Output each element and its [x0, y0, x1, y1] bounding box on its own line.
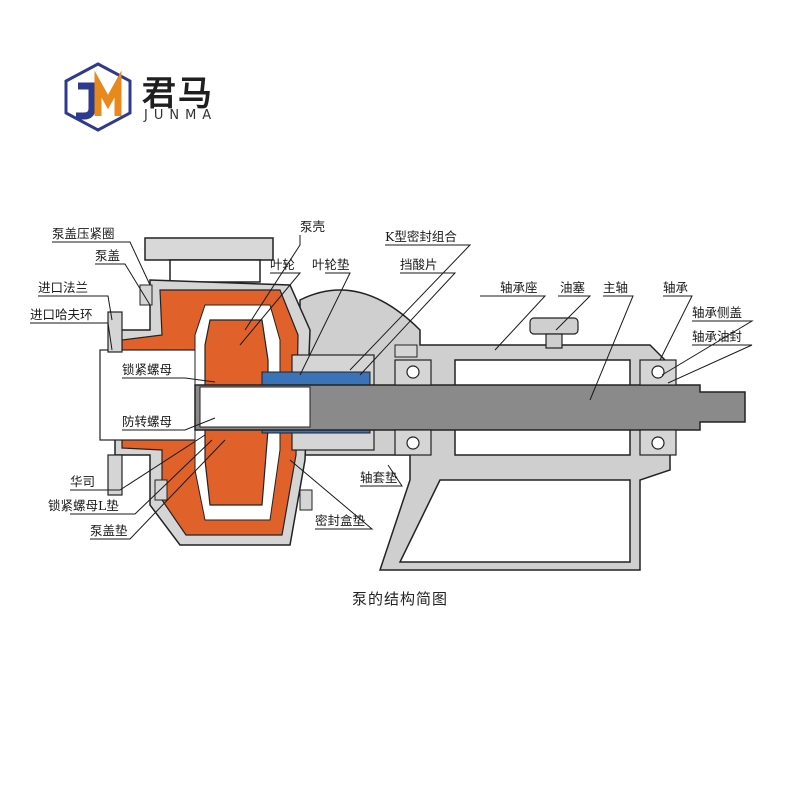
label-bearing-oil-seal: 轴承油封 — [692, 329, 742, 344]
label-lock-nut: 锁紧螺母 — [122, 362, 172, 377]
label-pump-cover-clamp: 泵盖压紧圈 — [52, 226, 115, 241]
label-inlet-clamp-ring: 进口哈夫环 — [30, 307, 93, 322]
bolts — [139, 284, 418, 511]
label-impeller-gasket: 叶轮垫 — [312, 257, 350, 272]
brand-name-cn: 君马 — [142, 74, 214, 114]
shaft-sleeve — [199, 386, 311, 428]
top-flange-plate — [144, 237, 274, 261]
main-shaft — [194, 384, 746, 431]
junma-logo: 君马 JUNMA — [62, 62, 232, 132]
top-flange-neck — [169, 259, 261, 283]
label-seal-box-gasket: 密封盒垫 — [315, 513, 366, 528]
label-pump-cover: 泵盖 — [95, 248, 120, 263]
label-oil-plug: 油塞 — [560, 280, 586, 295]
label-lock-nut-l-gasket: 锁紧螺母L垫 — [48, 498, 119, 513]
jm-hexagon-icon — [64, 62, 132, 132]
label-pump-cover-gasket: 泵盖垫 — [90, 523, 128, 538]
inlet-flange-top — [107, 311, 123, 353]
diagram-caption: 泵的结构简图 — [351, 590, 448, 608]
label-inlet-flange: 进口法兰 — [38, 280, 88, 295]
label-main-shaft: 主轴 — [603, 280, 628, 295]
label-acid-shield: 挡酸片 — [400, 257, 438, 272]
oil-plug — [529, 317, 579, 349]
brand-name-en: JUNMA — [144, 108, 218, 123]
label-bearing-housing: 轴承座 — [500, 280, 538, 295]
label-washer: 华司 — [70, 474, 95, 489]
label-sleeve-gasket: 轴套垫 — [360, 470, 398, 485]
bearings — [394, 359, 677, 456]
label-impeller: 叶轮 — [270, 257, 295, 272]
label-k-seal-assembly: K型密封组合 — [385, 229, 457, 244]
label-anti-rotation-nut: 防转螺母 — [122, 414, 172, 429]
inlet-flange-bottom — [107, 454, 123, 496]
leader-lines — [30, 235, 754, 540]
label-bearing: 轴承 — [663, 280, 689, 295]
inlet-bore — [99, 349, 201, 441]
label-pump-casing: 泵壳 — [300, 219, 325, 234]
label-bearing-side-cover: 轴承侧盖 — [692, 305, 742, 320]
